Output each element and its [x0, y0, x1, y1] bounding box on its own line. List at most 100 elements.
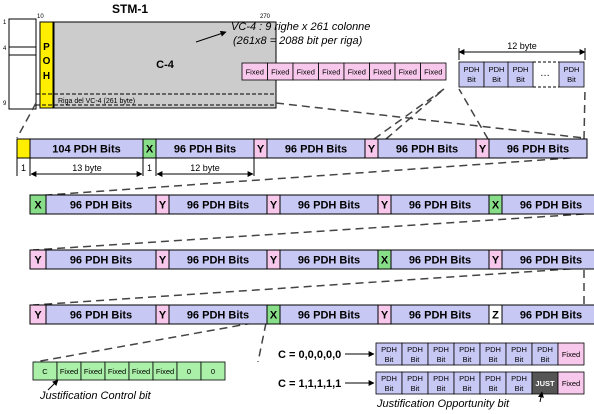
row3-cell-label: Y: [159, 255, 167, 267]
stm1-col-end: 270: [260, 14, 271, 20]
fixed-bit-label: Fixed: [373, 68, 391, 77]
z_case1-bit-label: Bit: [385, 384, 395, 393]
z_case0-bit-label: Bit: [515, 355, 525, 364]
z_case0-bit-label: Bit: [463, 355, 473, 364]
row2-cell-label: 96 PDH Bits: [409, 200, 471, 212]
row1-cell-label: 96 PDH Bits: [396, 144, 458, 156]
row3-cell-label: 96 PDH Bits: [409, 255, 471, 267]
z-case1-label: C = 1,1,1,1,1: [278, 378, 341, 390]
pdh-bit-label: PDH: [513, 65, 529, 74]
z_case1-bit-label: PDH: [407, 374, 423, 383]
row4-cell-label: 96 PDH Bits: [298, 310, 360, 322]
z_case1-bit-label: PDH: [381, 374, 397, 383]
row2-cell-label: Y: [270, 200, 278, 212]
row2-cell-label: 96 PDH Bits: [520, 200, 582, 212]
fixed-bit-label: Fixed: [322, 68, 340, 77]
riga-label: Riga del VC-4 (261 byte): [58, 98, 135, 105]
pdh-bit-label: Bit: [567, 75, 577, 84]
z_case1-bit-label: Bit: [489, 384, 499, 393]
z_case0-bit-label: PDH: [511, 345, 527, 354]
z_case1-bit-label: Bit: [463, 384, 473, 393]
pdh-block-dots: …: [540, 68, 550, 79]
x-byte-bit-label: 0: [187, 367, 191, 376]
dim-1-b: 1: [147, 163, 152, 173]
z_case0-bit-label: Bit: [437, 355, 447, 364]
row1-cell-label: X: [146, 144, 154, 156]
row4-cell-label: 96 PDH Bits: [520, 310, 582, 322]
z_case1-bit-label: PDH: [485, 374, 501, 383]
z_case0-bit-label: Bit: [411, 355, 421, 364]
poh-column: [39, 21, 54, 109]
z_case1-bit-label: JUST: [535, 379, 555, 388]
row4-pdh-bits-cell: [501, 304, 594, 325]
vc4-desc-line2: (261x8 = 2088 bit per riga): [233, 35, 363, 47]
c4-label: C-4: [156, 59, 175, 71]
z_case0-bit-label: PDH: [459, 345, 475, 354]
stm1-title: STM-1: [112, 2, 148, 16]
z-case1-cells: PDHBitPDHBitPDHBitPDHBitPDHBitPDHBitJUST…: [375, 371, 585, 395]
dim-1-a: 1: [21, 163, 26, 173]
row3-cell-label: Y: [34, 255, 42, 267]
stm1-row-mid: 4: [3, 46, 7, 52]
fixed-bit-label: Fixed: [271, 68, 289, 77]
x-byte-bit-cell: [200, 361, 226, 381]
z_case1-bit-label: Bit: [515, 384, 525, 393]
row2-cell-label: 96 PDH Bits: [187, 200, 249, 212]
stm1-row-top: 1: [3, 20, 7, 26]
x-byte-bit-label: Fixed: [132, 367, 150, 376]
row3-cell-label: 96 PDH Bits: [520, 255, 582, 267]
row1-overhead-byte-cell: [16, 138, 31, 159]
row3-cell-label: Y: [270, 255, 278, 267]
z_case1-bit-label: PDH: [433, 374, 449, 383]
row4-cell-label: Z: [492, 310, 499, 322]
z_case0-bit-label: Bit: [489, 355, 499, 364]
row3-cell-label: 96 PDH Bits: [70, 255, 132, 267]
pdh-bit-cell: [558, 61, 585, 88]
x-byte-bit-label: Fixed: [84, 367, 102, 376]
z_case1-bit-label: PDH: [459, 374, 475, 383]
x-byte-bit-label: Fixed: [60, 367, 78, 376]
pdh-bit-label: Bit: [492, 75, 502, 84]
poh-letter-o: O: [43, 56, 51, 67]
soh-area: [8, 18, 37, 110]
x-byte-bit-label: Fixed: [156, 367, 174, 376]
pdh-bit-label: PDH: [564, 65, 580, 74]
row2-cell-label: X: [492, 200, 500, 212]
z_case0-bit-label: PDH: [381, 345, 397, 354]
pdh-bit-label: PDH: [464, 65, 480, 74]
x-byte-bit-label: 0: [211, 367, 215, 376]
row1-cell-label: 96 PDH Bits: [174, 144, 236, 156]
row1-pdh-bits-cell: [488, 138, 588, 159]
row4-cell-label: 96 PDH Bits: [409, 310, 471, 322]
row2-cell-label: 96 PDH Bits: [298, 200, 360, 212]
row1-dimensions: 1 13 byte 1 12 byte: [16, 158, 255, 177]
poh-letter-h: H: [43, 71, 50, 82]
row3-cell-label: 96 PDH Bits: [187, 255, 249, 267]
dim-13-byte: 13 byte: [72, 163, 102, 173]
row4-cell-label: 96 PDH Bits: [70, 310, 132, 322]
poh-letter-p: P: [43, 42, 50, 53]
justification-opportunity-caption: Justification Opportunity bit: [376, 398, 510, 410]
fixed-bit-label: Fixed: [399, 68, 417, 77]
row1-cell-label: 96 PDH Bits: [285, 144, 347, 156]
connector-lines: [16, 88, 586, 363]
row1-cell-label: 104 PDH Bits: [52, 144, 120, 156]
z_case1-bit-cell: [557, 371, 585, 395]
vc4-description: VC-4 : 9 righe x 261 colonne (261x8 = 20…: [231, 21, 370, 47]
pdh-bit-label: Bit: [467, 75, 477, 84]
row1-cell-label: Y: [368, 144, 376, 156]
z_case1-bit-label: Fixed: [562, 379, 580, 388]
row4-cell-label: Y: [34, 310, 42, 322]
row2-cell-label: X: [34, 200, 42, 212]
z_case1-bit-label: Bit: [437, 384, 447, 393]
pdh-bit-cell: [458, 61, 485, 88]
fixed-bit-label: Fixed: [348, 68, 366, 77]
z_case1-bit-label: PDH: [511, 374, 527, 383]
row2-pdh-bits-cell: [501, 194, 594, 215]
row3-cell-label: X: [381, 255, 389, 267]
